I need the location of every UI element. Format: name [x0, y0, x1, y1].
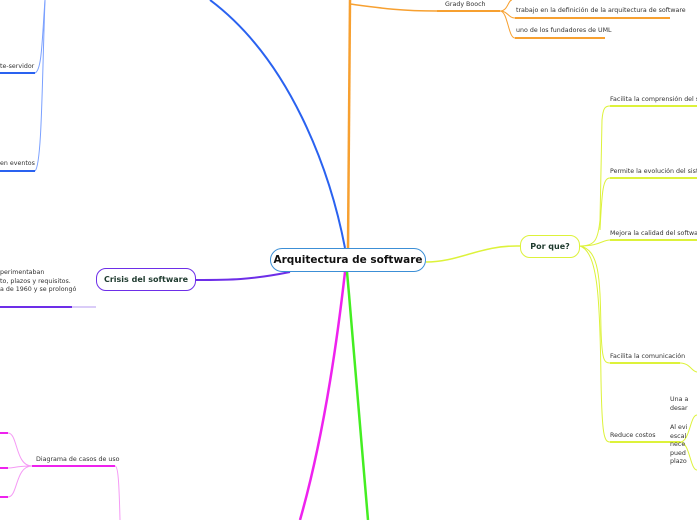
purple-branch-line [195, 271, 291, 281]
crisis-description[interactable]: perimentaban to, plazos y requisitos. a … [0, 269, 77, 293]
magenta-branch-line [298, 271, 347, 520]
orange-connectors [349, 0, 670, 39]
porque-item[interactable]: Permite la evolución del sistema [610, 168, 697, 175]
central-topic[interactable]: Arquitectura de software [270, 248, 426, 272]
orange-branch-line [346, 0, 352, 249]
porque-item[interactable]: Reduce costos [610, 432, 656, 439]
diagrama-casos-uso[interactable]: Diagrama de casos de uso [36, 456, 120, 463]
porque-underlines [610, 105, 697, 443]
orange-child[interactable]: trabajo en la definición de la arquitect… [516, 7, 686, 14]
crisis-topic[interactable]: Crisis del software [96, 268, 196, 291]
reduce-costos-child[interactable]: Al evi escal nece pued plazo [670, 424, 688, 465]
porque-connectors [579, 105, 697, 471]
porque-topic[interactable]: Por que? [520, 235, 580, 258]
blue-connectors [0, 0, 46, 172]
porque-item[interactable]: Facilita la comprensión del siste [610, 96, 697, 103]
blue-child[interactable]: te-servidor [0, 63, 35, 70]
porque-item[interactable]: Mejora la calidad del software [610, 230, 697, 237]
orange-child[interactable]: uno de los fundadores de UML [516, 27, 612, 34]
porque-item[interactable]: Facilita la comunicación [610, 353, 686, 360]
blue-branch-line [209, 0, 346, 249]
reduce-costos-child[interactable]: Una a desar [670, 396, 689, 412]
blue-child[interactable]: en eventos [0, 160, 35, 167]
grady-booch-topic[interactable]: Grady Booch [445, 1, 486, 8]
magenta-connectors [0, 432, 121, 520]
green-branch-line [345, 271, 370, 520]
yellow-branch-line [425, 245, 521, 263]
